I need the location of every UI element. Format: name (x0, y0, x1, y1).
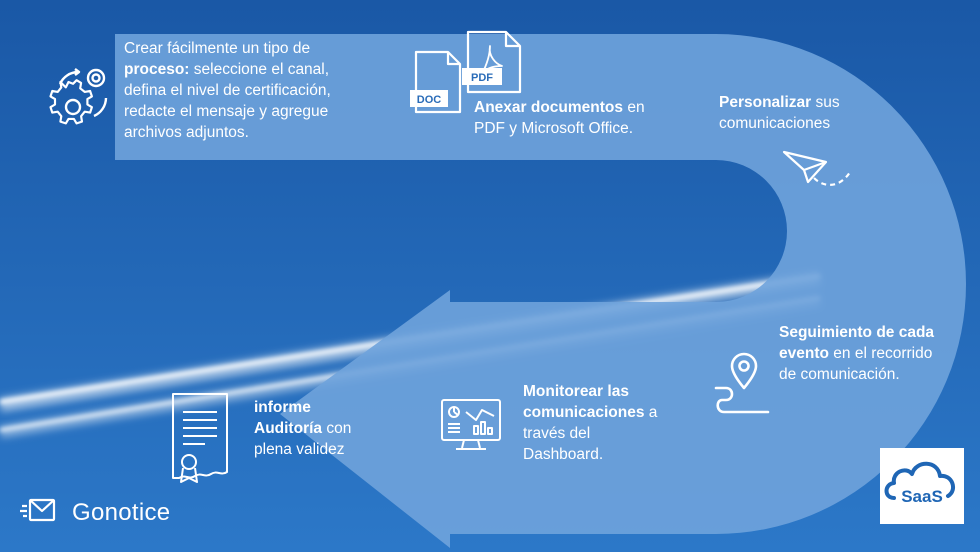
step-line: defina el nivel de certificación, (124, 80, 331, 101)
step-line-bold: Personalizar (719, 94, 812, 111)
step-line-text: comunicaciones (719, 115, 831, 132)
paper-plane-icon (782, 150, 851, 186)
step-line: Crear fácilmente un tipo de (124, 38, 331, 59)
doc-badge (410, 90, 448, 107)
step-crear-text: Crear fácilmente un tipo de proceso: sele… (124, 38, 331, 143)
step-line: través del (523, 423, 657, 444)
step-line: Auditoría con (254, 418, 351, 439)
step-line: PDF y Microsoft Office. (474, 118, 645, 139)
step-line: Dashboard. (523, 444, 657, 465)
step-line: Monitorear las (523, 381, 657, 402)
step-line-bold: Auditoría (254, 420, 323, 437)
step-seguimiento-text: Seguimiento de cada evento en el recorrid… (779, 322, 934, 385)
step-line-bold: evento (779, 345, 829, 362)
step-line-text: de comunicación. (779, 366, 900, 383)
step-line: plena validez (254, 439, 351, 460)
step-line-text: través del (523, 425, 591, 442)
step-line: redacte el mensaje y agregue (124, 101, 331, 122)
brand-name: Gonotice (72, 499, 171, 526)
step-monitorear-text: Monitorear las comunicaciones a través del… (523, 381, 657, 465)
doc-label: DOC (417, 94, 442, 106)
step-line-text: redacte el mensaje y agregue (124, 103, 329, 120)
step-line-bold: Anexar documentos (474, 99, 624, 116)
step-line: proceso: seleccione el canal, (124, 59, 331, 80)
saas-label: SaaS (901, 487, 943, 506)
step-line-text: PDF y Microsoft Office. (474, 120, 634, 137)
route-pin-icon (714, 352, 770, 414)
mail-logo-icon (20, 498, 56, 522)
step-line-text: defina el nivel de certificación, (124, 82, 331, 99)
step-line-text: con (322, 420, 352, 437)
step-line-text: Dashboard. (523, 446, 604, 463)
pdf-badge (462, 68, 502, 85)
certificate-icon (172, 393, 228, 483)
saas-badge: SaaS (880, 448, 964, 524)
step-line-bold: proceso: (124, 61, 190, 78)
gears-icon (49, 68, 108, 125)
step-line: informe (254, 397, 351, 418)
step-line: Personalizar sus (719, 92, 840, 113)
step-line: archivos adjuntos. (124, 122, 331, 143)
step-line-text: archivos adjuntos. (124, 124, 249, 141)
step-line: Seguimiento de cada (779, 322, 934, 343)
process-arrow (115, 34, 966, 548)
step-line-text: en (623, 99, 645, 116)
step-line: comunicaciones a (523, 402, 657, 423)
cloud-icon: SaaS (884, 461, 956, 506)
step-line-text: Crear fácilmente un tipo de (124, 40, 311, 57)
step-line: Anexar documentos en (474, 97, 645, 118)
step-line-bold: informe (254, 399, 311, 416)
step-line-bold: Seguimiento de cada (779, 324, 935, 341)
step-line-text: plena validez (254, 441, 345, 458)
step-line-text: sus (811, 94, 840, 111)
step-line-text: a (644, 404, 658, 421)
step-line-bold: Monitorear las (523, 383, 629, 400)
step-line-bold: comunicaciones (523, 404, 645, 421)
step-line: de comunicación. (779, 364, 934, 385)
step-line: comunicaciones (719, 113, 840, 134)
step-line-text: seleccione el canal, (189, 61, 330, 78)
step-line: evento en el recorrido (779, 343, 934, 364)
pdf-label: PDF (471, 72, 493, 84)
dashboard-monitor-icon (441, 399, 501, 450)
documents-icon: DOC PDF (410, 30, 522, 114)
step-line-text: en el recorrido (828, 345, 933, 362)
step-personalizar-text: Personalizar sus comunicaciones (719, 92, 840, 134)
